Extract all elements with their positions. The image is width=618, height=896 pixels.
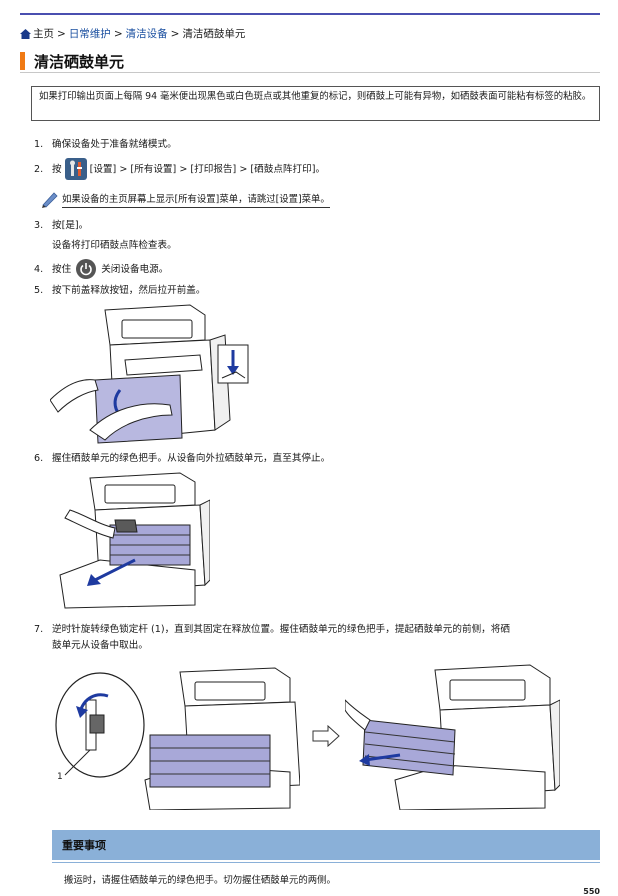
breadcrumb: 主页 > 日常维护 > 清洁设备 > 清洁硒鼓单元 (20, 26, 245, 41)
remove-drum-unit-illustration (345, 664, 560, 810)
title-rule (20, 72, 600, 73)
breadcrumb-home[interactable]: 主页 (33, 28, 54, 40)
arrow-right-icon (312, 725, 340, 747)
step-number: 5. (34, 285, 44, 296)
page-number: 550 (583, 887, 600, 896)
breadcrumb-link-clean[interactable]: 清洁设备 (125, 28, 168, 40)
important-rule (52, 862, 600, 863)
step-number: 2. (34, 163, 44, 175)
step-text: 按[是]。 (52, 220, 89, 231)
open-front-cover-illustration (50, 304, 249, 444)
important-heading: 重要事项 (62, 839, 106, 852)
step-number: 1. (34, 139, 44, 150)
tip-note: 如果设备的主页屏幕上显示[所有设置]菜单，请跳过[设置]菜单。 (40, 190, 330, 208)
step-4: 4. 按住 关闭设备电源。 (34, 259, 168, 279)
step-text-pre: 按住 (52, 263, 72, 275)
page-title-block: 清洁硒鼓单元 (20, 50, 600, 72)
pencil-icon (42, 192, 58, 208)
title-accent-bar (20, 52, 25, 70)
step-number: 7. (34, 624, 44, 635)
step-text: 确保设备处于准备就绪模式。 (52, 139, 177, 150)
rotate-lever-illustration (55, 667, 300, 810)
top-rule (20, 13, 600, 15)
breadcrumb-link-maintenance[interactable]: 日常维护 (68, 28, 111, 40)
pull-drum-unit-illustration (59, 472, 210, 609)
page-title: 清洁硒鼓单元 (34, 52, 125, 71)
breadcrumb-separator: > (170, 27, 180, 40)
step-text: 握住硒鼓单元的绿色把手。从设备向外拉硒鼓单元，直至其停止。 (52, 453, 331, 464)
step-number: 4. (34, 263, 44, 275)
step-text-pre: 按 (52, 163, 62, 175)
step-text: 按下前盖释放按钮，然后拉开前盖。 (52, 285, 206, 296)
power-icon[interactable] (76, 259, 97, 279)
step-7: 7. 逆时针旋转绿色锁定杆 (1)，直到其固定在释放位置。握住硒鼓单元的绿色把手，… (34, 623, 510, 636)
step-7-line2: 鼓单元从设备中取出。 (52, 640, 148, 651)
step-3-sub: 设备将打印硒鼓点阵检查表。 (52, 240, 177, 251)
step-number: 6. (34, 453, 44, 464)
step-5: 5. 按下前盖释放按钮，然后拉开前盖。 (34, 284, 206, 297)
step-text-post: 关闭设备电源。 (101, 263, 169, 275)
note-box: 如果打印输出页面上每隔 94 毫米便出现黑色或白色斑点或其他重复的标记，则硒鼓上… (31, 86, 600, 121)
tip-text: 如果设备的主页屏幕上显示[所有设置]菜单，请跳过[设置]菜单。 (62, 191, 330, 208)
important-text: 搬运时，请握住硒鼓单元的绿色把手。切勿握住硒鼓单元的两侧。 (64, 875, 336, 886)
home-icon[interactable] (20, 28, 31, 39)
step-1: 1. 确保设备处于准备就绪模式。 (34, 138, 177, 151)
step-6: 6. 握住硒鼓单元的绿色把手。从设备向外拉硒鼓单元，直至其停止。 (34, 452, 330, 465)
breadcrumb-separator: > (57, 27, 66, 40)
breadcrumb-separator: > (113, 27, 123, 40)
important-heading-bar: 重要事项 (52, 830, 600, 860)
step-number: 3. (34, 220, 44, 231)
step-3: 3. 按[是]。 (34, 219, 88, 232)
step-text-post: [设置] > [所有设置] > [打印报告] > [硒鼓点阵打印]。 (89, 163, 326, 175)
step-2: 2. 按 [设置] > [所有设置] > [打印报告] > [硒鼓点阵打印]。 (34, 158, 325, 180)
breadcrumb-current: 清洁硒鼓单元 (182, 28, 246, 40)
step-text-line1: 逆时针旋转绿色锁定杆 (1)，直到其固定在释放位置。握住硒鼓单元的绿色把手，提起… (52, 624, 510, 635)
settings-icon[interactable] (64, 158, 87, 180)
callout-label: 1 (57, 772, 63, 782)
